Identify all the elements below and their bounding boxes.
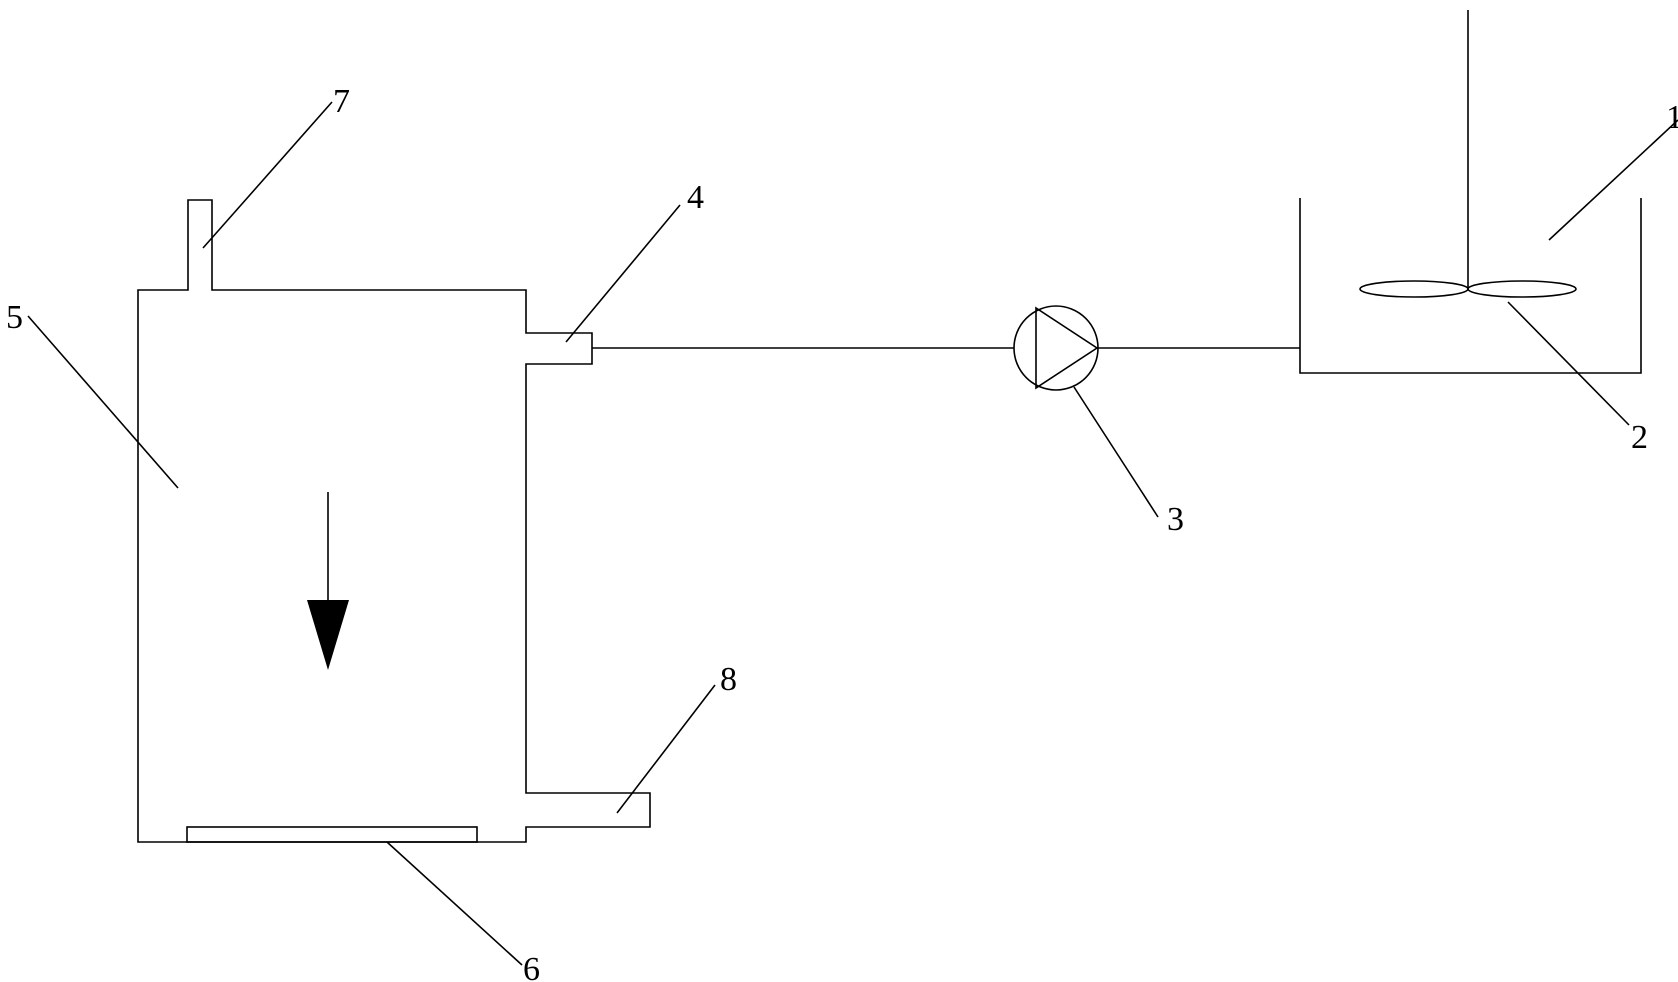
leader-8 xyxy=(616,684,716,814)
leader-lines xyxy=(27,101,1678,966)
vessel-outline xyxy=(137,199,651,843)
flow-arrow-head xyxy=(307,600,349,670)
label-5: 5 xyxy=(6,299,23,336)
label-6: 6 xyxy=(523,951,540,982)
bottom-plate xyxy=(186,826,478,843)
impeller-blade-right xyxy=(1467,280,1577,298)
pump xyxy=(1013,305,1099,391)
vessel xyxy=(137,199,651,843)
label-8: 8 xyxy=(720,661,737,698)
mixing-tank xyxy=(1299,198,1642,374)
flow-arrow xyxy=(307,492,349,670)
leader-3 xyxy=(1073,386,1159,518)
leader-1 xyxy=(1548,119,1678,241)
pump-body xyxy=(1013,305,1099,391)
impeller-blade-left xyxy=(1359,280,1469,298)
label-3: 3 xyxy=(1167,501,1184,538)
leader-2 xyxy=(1507,301,1630,426)
leader-7 xyxy=(202,101,333,249)
pump-direction-triangle xyxy=(1035,306,1099,390)
leader-5 xyxy=(27,315,179,489)
callout-labels: 1 2 3 4 5 6 7 8 xyxy=(6,83,1678,982)
label-2: 2 xyxy=(1631,419,1648,456)
stirrer xyxy=(1359,10,1577,298)
leader-4 xyxy=(565,204,681,343)
label-1: 1 xyxy=(1666,99,1678,136)
label-4: 4 xyxy=(687,179,704,216)
leader-6 xyxy=(386,841,523,966)
label-7: 7 xyxy=(333,83,350,120)
